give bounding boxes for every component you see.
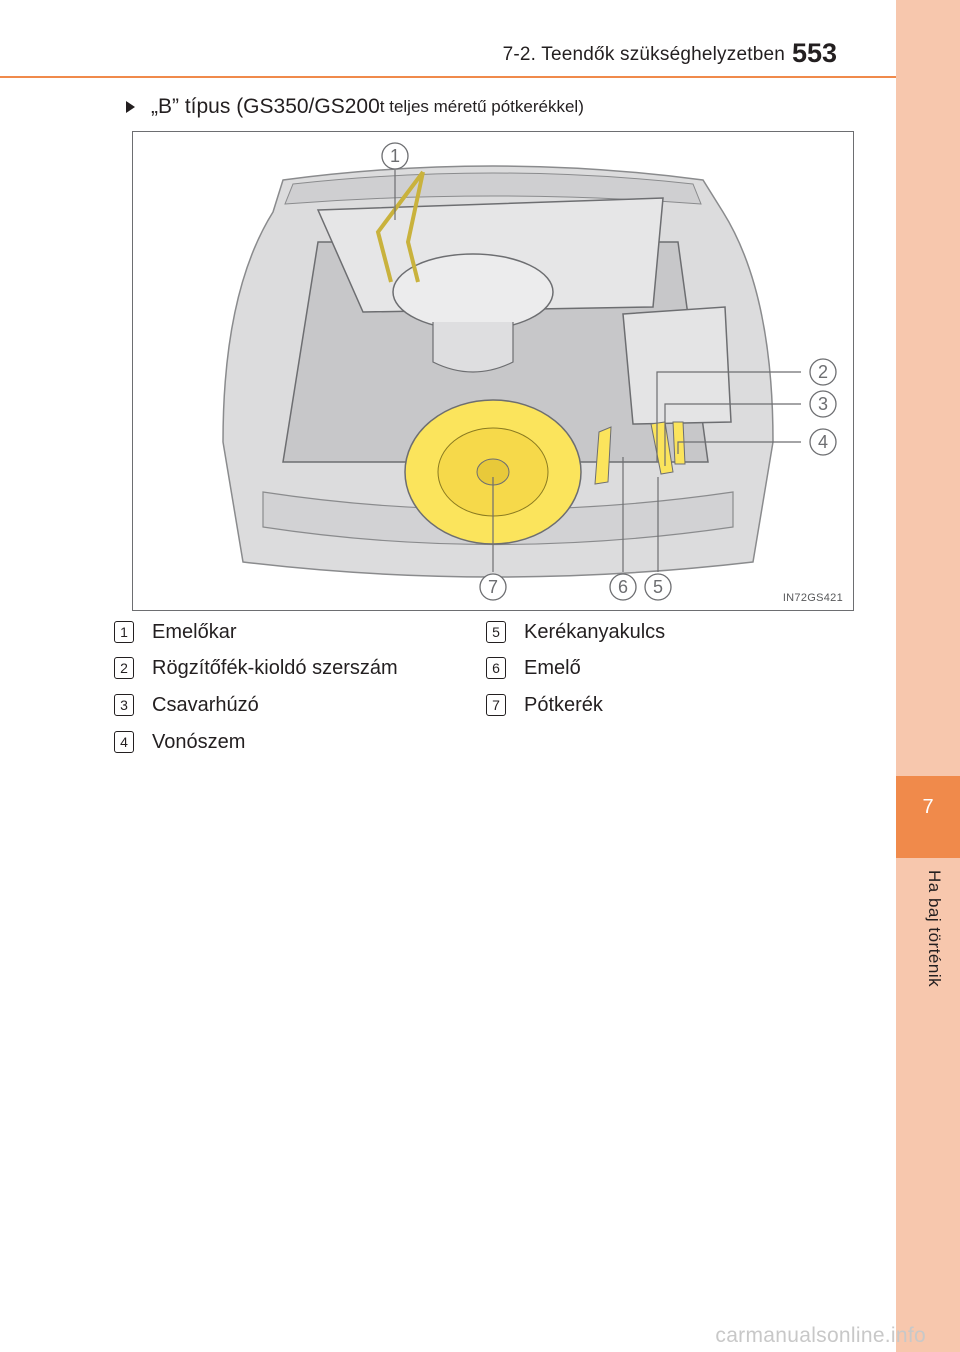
legend-number: 4: [114, 731, 134, 753]
watermark: carmanualsonline.info: [715, 1324, 926, 1347]
callout-label-5: 5: [653, 577, 663, 597]
legend-number: 1: [114, 621, 134, 643]
legend-text: Rögzítőfék-kioldó szerszám: [152, 656, 398, 679]
callout-5: [644, 573, 672, 601]
legend-text: Kerékanyakulcs: [524, 620, 666, 643]
legend-text: Vonószem: [152, 730, 246, 753]
legend-item: 2 Rögzítőfék-kioldó szerszám: [114, 653, 398, 683]
legend-text: Pótkerék: [524, 693, 603, 716]
side-tab-chapter-marker: [896, 776, 960, 858]
legend-number: 2: [114, 657, 134, 679]
chapter-number: 7: [922, 796, 934, 818]
callout-2: [809, 358, 837, 386]
legend-item: 4 Vonószem: [114, 727, 245, 757]
page-number: 553: [792, 38, 838, 68]
header-rule: [0, 76, 896, 78]
callout-6: [609, 573, 637, 601]
legend-number: 7: [486, 694, 506, 716]
section-title: 7-2. Teendők szükséghelyzetben: [502, 44, 785, 65]
legend-item: 6 Emelő: [486, 653, 581, 683]
figure-code: IN72GS421: [782, 592, 843, 604]
callout-label-3: 3: [818, 394, 828, 414]
callout-label-1: 1: [390, 146, 400, 166]
callout-7: [479, 573, 507, 601]
legend-text: Csavarhúzó: [152, 693, 259, 716]
side-tab: [896, 0, 960, 1352]
legend-item: 1 Emelőkar: [114, 617, 236, 647]
callout-4: [809, 428, 837, 456]
callout-1: [381, 142, 409, 170]
callout-label-7: 7: [488, 577, 498, 597]
legend-number: 5: [486, 621, 506, 643]
legend-number: 6: [486, 657, 506, 679]
triangle-bullet-icon: [126, 101, 135, 113]
legend-number: 3: [114, 694, 134, 716]
chapter-label: Ha baj történik: [925, 870, 944, 988]
legend-item: 3 Csavarhúzó: [114, 690, 259, 720]
subtitle-small: t teljes méretű pótkerékkel): [379, 97, 584, 116]
legend-item: 5 Kerékanyakulcs: [486, 617, 665, 647]
callout-label-2: 2: [818, 362, 828, 382]
trunk-illustration: 1 2 3 4 5 6 7 IN72GS421: [132, 131, 854, 611]
legend-text: Emelőkar: [152, 620, 237, 643]
callout-label-4: 4: [818, 432, 828, 452]
callout-3: [809, 390, 837, 418]
legend-item: 7 Pótkerék: [486, 690, 603, 720]
callout-label-6: 6: [618, 577, 628, 597]
legend-text: Emelő: [524, 656, 581, 679]
subtitle-main: „B” típus (GS350/GS200: [151, 95, 380, 118]
